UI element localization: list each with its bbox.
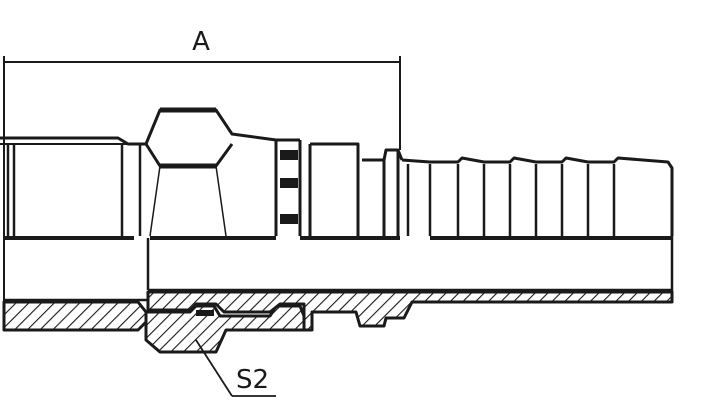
s2-label: S2 — [236, 365, 269, 395]
thread-lines — [6, 144, 142, 236]
tail-serrations — [406, 164, 616, 236]
ferrule-slots — [280, 150, 298, 224]
fitting-outline — [0, 107, 674, 237]
bore-line — [4, 236, 674, 302]
s2-leader — [195, 339, 276, 397]
dimension-label: A — [192, 27, 210, 57]
section-hatch — [2, 290, 674, 354]
dimension-a — [3, 56, 401, 330]
